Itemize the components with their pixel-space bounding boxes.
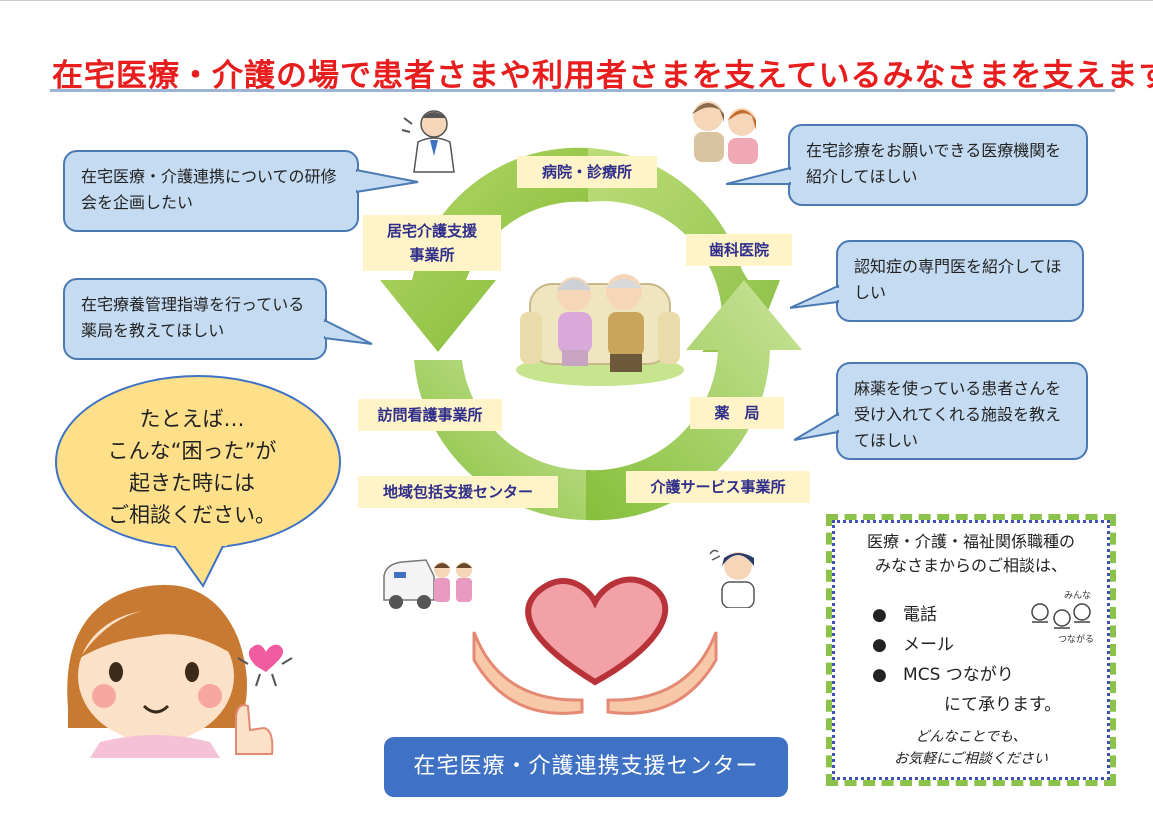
bubble-dementia-request-text: 認知症の専門医を紹介してほしい	[854, 257, 1062, 302]
speech-line-2: こんな“困った”が	[107, 439, 277, 463]
speech-text: たとえば… こんな“困った”が 起きた時には ご相談ください。	[68, 403, 316, 531]
bubble-narcotics-request: 麻薬を使っている患者さんを受け入れてくれる施設を教えてほしい	[836, 362, 1088, 460]
info-item-phone: ● 電話	[872, 605, 938, 625]
bubble-clinic-request: 在宅診療をお願いできる医療機関を紹介してほしい	[788, 124, 1088, 206]
info-contact-list: ● 電話 ● メール ● MCS つながり にて承ります。	[872, 600, 1061, 720]
speech-line-1: たとえば…	[139, 407, 245, 431]
node-care-support-line1: 居宅介護支援	[386, 222, 477, 240]
cycle-arrow-left	[380, 147, 588, 352]
node-care-support-line2: 事業所	[409, 246, 455, 264]
bubble-pharmacy-request-text: 在宅療養管理指導を行っている薬局を教えてほしい	[81, 295, 305, 340]
sticker-text-top: みんな	[1064, 590, 1091, 601]
bubble-narcotics-request-tail	[794, 412, 840, 441]
bubble-dementia-request-tail	[790, 284, 840, 309]
info-heading-line-1: 医療・介護・福祉関係職種の	[866, 532, 1075, 551]
info-item-mcs-label: MCS つながり	[903, 665, 1014, 685]
bubble-seminar-tail	[356, 168, 419, 194]
info-item-mcs: ● MCS つながり	[872, 665, 1014, 685]
info-heading: 医療・介護・福祉関係職種の みなさまからのご相談は、	[832, 530, 1110, 578]
bubble-seminar-text: 在宅医療・介護連携についての研修会を企画したい	[81, 167, 337, 212]
elderly-couple-illustration	[516, 274, 684, 386]
consultation-info-box: 医療・介護・福祉関係職種の みなさまからのご相談は、 ● 電話 ● メール ● …	[826, 514, 1116, 786]
info-item-mail-label: メール	[903, 635, 955, 655]
bubble-pharmacy-request-tail	[324, 318, 373, 345]
cycle-arrow-up	[586, 280, 802, 521]
info-item-phone-label: 電話	[903, 605, 938, 625]
info-item-mail: ● メール	[872, 635, 955, 655]
node-dental: 歯科医院	[686, 234, 792, 266]
speech-bubble	[55, 375, 341, 588]
node-hospital: 病院・診療所	[517, 156, 657, 188]
two-women-illustration	[692, 101, 758, 164]
info-footer-line-2: お気軽にご相談ください	[894, 751, 1048, 767]
info-footer-line-1: どんなことでも、	[915, 729, 1027, 745]
speech-line-3: 起きた時には	[129, 471, 255, 495]
node-regional-center: 地域包括支援センター	[358, 476, 558, 508]
bubble-clinic-request-text: 在宅診療をお願いできる医療機関を紹介してほしい	[806, 141, 1062, 186]
sticker-text-bottom: つながる	[1058, 633, 1094, 644]
info-tail: にて承ります。	[944, 695, 1062, 715]
bubble-narcotics-request-text: 麻薬を使っている患者さんを受け入れてくれる施設を教えてほしい	[854, 379, 1062, 450]
support-center-button[interactable]: 在宅医療・介護連携支援センター	[384, 737, 788, 797]
speech-line-4: ご相談ください。	[108, 503, 276, 527]
consultation-info-border	[832, 520, 1110, 780]
node-visiting-nurse: 訪問看護事業所	[358, 399, 502, 431]
bubble-seminar: 在宅医療・介護連携についての研修会を企画したい	[63, 150, 359, 232]
worried-woman-illustration	[709, 549, 755, 608]
node-pharmacy: 薬 局	[690, 397, 784, 429]
page-title: 在宅医療・介護の場で患者さまや利用者さまを支えているみなさまを支えます！	[52, 58, 1153, 94]
node-care-service: 介護サービス事業所	[626, 471, 810, 503]
woman-character-illustration	[67, 584, 293, 758]
top-border	[0, 0, 1153, 1]
info-footer: どんなことでも、 お気軽にご相談ください	[832, 726, 1110, 770]
bubble-clinic-request-tail	[726, 166, 792, 185]
heart-hands-illustration	[472, 576, 718, 715]
doctor-illustration	[401, 110, 455, 173]
title-underline	[50, 89, 1115, 92]
nurses-car-illustration	[383, 559, 472, 609]
minna-tsunagaru-sticker: みんな つながる	[1031, 590, 1094, 644]
bubble-dementia-request: 認知症の専門医を紹介してほしい	[836, 240, 1084, 322]
info-heading-line-2: みなさまからのご相談は、	[874, 556, 1067, 575]
bubble-pharmacy-request: 在宅療養管理指導を行っている薬局を教えてほしい	[63, 278, 327, 360]
node-care-support: 居宅介護支援 事業所	[363, 215, 501, 271]
